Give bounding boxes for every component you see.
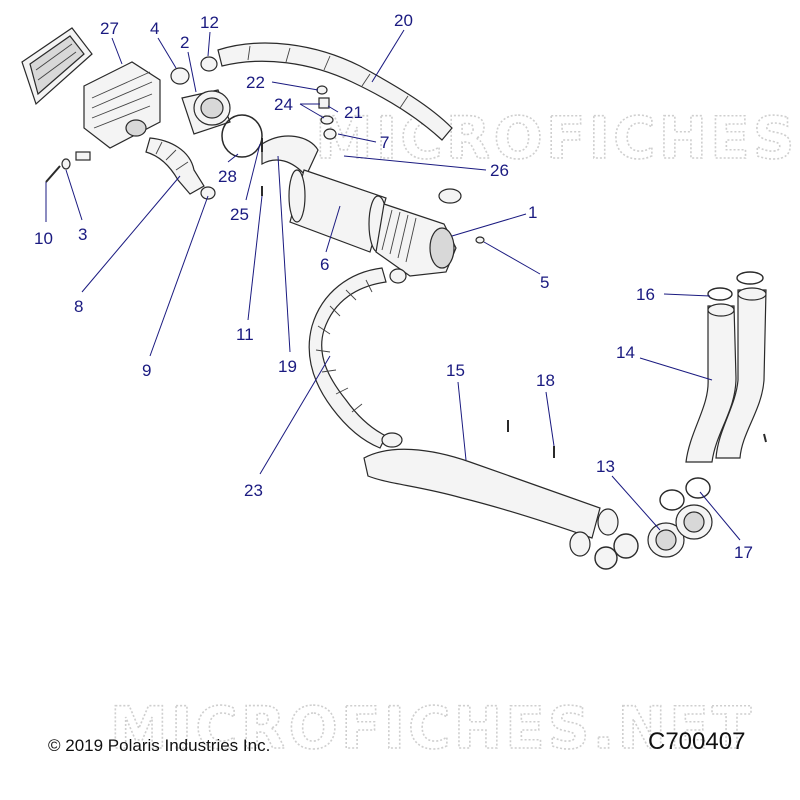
callout-19: 19 [278, 357, 297, 376]
callout-13: 13 [596, 457, 615, 476]
callout-28: 28 [218, 167, 237, 186]
clamp-17a-part [659, 489, 685, 511]
callout-15: 15 [446, 361, 465, 380]
callout-labels: 27 4 2 12 20 22 21 24 7 28 26 25 1 10 3 … [34, 11, 753, 562]
callout-14: 14 [616, 343, 635, 362]
dual-pipe-part [685, 287, 767, 463]
callout-22: 22 [246, 73, 265, 92]
o-ring-part [221, 114, 263, 158]
callout-7: 7 [380, 133, 389, 152]
callout-18: 18 [536, 371, 555, 390]
small-boot-part [170, 67, 190, 85]
air-box-lid-part [21, 27, 93, 106]
intake-tube-part [217, 42, 453, 141]
filter-housing-part [375, 203, 457, 277]
callout-8: 8 [74, 297, 83, 316]
spacer-part [75, 151, 91, 161]
callout-20: 20 [394, 11, 413, 30]
clamp-23-part [381, 432, 403, 448]
watermark-bottom: MICROFICHES.NET [110, 694, 754, 762]
fitting-21-part [318, 97, 330, 109]
air-box-body-part [83, 61, 161, 149]
leader-lines [45, 29, 741, 541]
clamp-17b-part [685, 477, 711, 499]
callout-25: 25 [230, 205, 249, 224]
bolt-18c-part [763, 433, 767, 443]
clamp-26-part [438, 188, 462, 204]
washer-3-part [61, 158, 71, 170]
callout-2: 2 [180, 33, 189, 52]
callout-27: 27 [100, 19, 119, 38]
band-clamp-part [261, 135, 319, 178]
callout-3: 3 [78, 225, 87, 244]
callout-21: 21 [344, 103, 363, 122]
callout-6: 6 [320, 255, 329, 274]
fitting-5-part [475, 236, 485, 244]
intake-adapter-part [181, 89, 231, 135]
callout-23: 23 [244, 481, 263, 500]
callout-17: 17 [734, 543, 753, 562]
callout-24: 24 [274, 95, 293, 114]
small-clamp-part [389, 268, 407, 284]
clamp-9-part [200, 186, 216, 200]
bolt-10-part [45, 165, 61, 183]
drawing-id: C700407 [648, 728, 746, 755]
elbow-hose-part [145, 137, 205, 195]
callout-16: 16 [636, 285, 655, 304]
callout-1: 1 [528, 203, 537, 222]
callout-5: 5 [540, 273, 549, 292]
callout-9: 9 [142, 361, 151, 380]
clamp-16b-part [736, 271, 764, 285]
fitting-7-part [323, 128, 337, 140]
callout-26: 26 [490, 161, 509, 180]
clamp-15b-part [594, 546, 618, 570]
clamp-15a-part [613, 533, 639, 559]
callout-11: 11 [236, 325, 254, 344]
exhaust-pipe-part [363, 448, 619, 557]
duct-hose-part [308, 267, 387, 449]
clamp-16a-part [707, 287, 733, 301]
coupler-13-part [647, 504, 713, 558]
copyright-notice: © 2019 Polaris Industries Inc. [48, 736, 271, 755]
callout-12: 12 [200, 13, 219, 32]
clamp-12-part [200, 56, 218, 72]
fitting-22-part [316, 85, 328, 95]
callout-10: 10 [34, 229, 53, 248]
callout-4: 4 [150, 19, 159, 38]
